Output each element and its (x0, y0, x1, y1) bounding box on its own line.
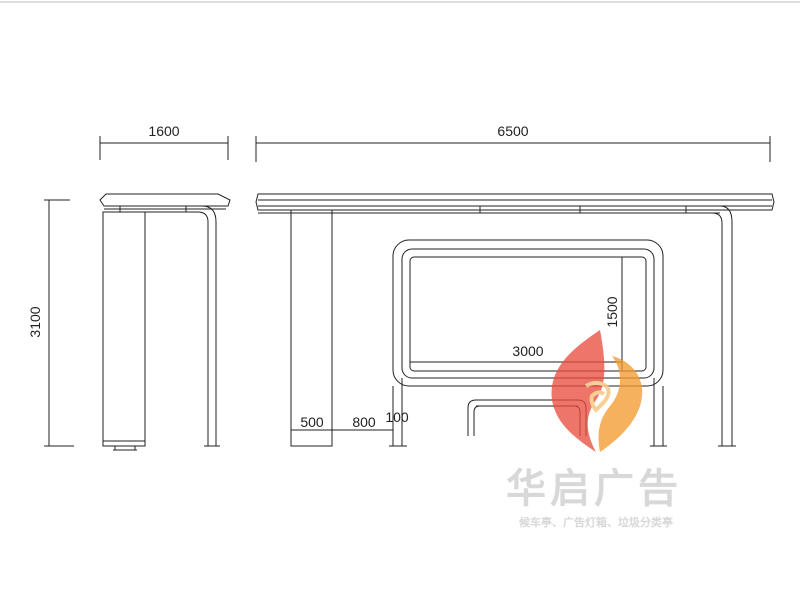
side-column (102, 211, 146, 447)
front-view (255, 136, 775, 447)
dim-label-frame-height: 1500 (604, 296, 620, 327)
dim-label-side-width: 1600 (148, 123, 179, 139)
ad-frame-outer (392, 239, 664, 387)
side-roof (99, 193, 231, 207)
dim-label-tube: 100 (385, 409, 409, 425)
front-tube-outer (332, 212, 723, 446)
dim-label-gap: 800 (352, 414, 376, 430)
front-tube-inner (719, 205, 733, 446)
side-view (44, 136, 231, 451)
watermark-tagline: 候车亭、广告灯箱、垃圾分类亭 (519, 515, 673, 529)
dim-label-frame-width: 3000 (512, 343, 543, 359)
watermark-company: 华启广告 (506, 466, 682, 512)
ad-frame-inner (409, 256, 647, 372)
side-tube-inner (145, 205, 217, 446)
flame-h-mark-icon (584, 381, 611, 414)
dim-label-height: 3100 (27, 306, 43, 337)
front-roof (255, 193, 775, 211)
flame-left-icon (551, 330, 605, 452)
watermark-logo (551, 330, 643, 452)
front-column (290, 209, 333, 447)
ad-frame-middle (401, 248, 655, 379)
flame-right-icon (598, 356, 643, 452)
dim-label-column-width: 500 (300, 414, 324, 430)
side-tube-outer (145, 211, 209, 446)
dim-label-total-length: 6500 (497, 123, 528, 139)
